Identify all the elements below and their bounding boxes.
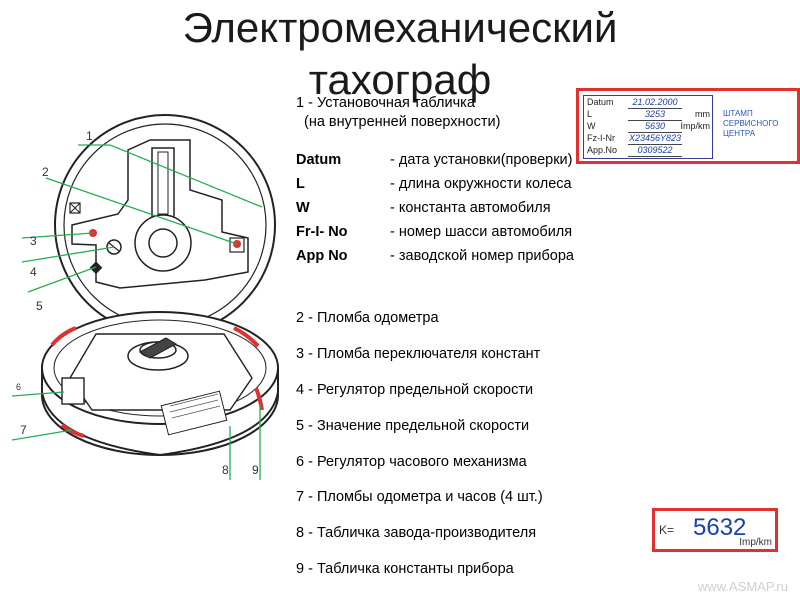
definition-key: App No <box>296 247 348 264</box>
service-center-stamp: ШТАМП СЕРВИСНОГО ЦЕНТРА <box>723 109 778 139</box>
callout-7: 7 <box>20 423 27 437</box>
plate-label: Datum <box>587 97 614 107</box>
legend: 1 - Установочная табличка (на внутренней… <box>296 94 636 268</box>
stamp-line: ШТАМП <box>723 109 753 118</box>
rim-seal-1 <box>50 326 77 347</box>
stamp-line: ЦЕНТРА <box>723 129 756 138</box>
legend-item-4: 4 - Регулятор предельной скорости <box>296 382 534 398</box>
legend-item-7: 7 - Пломбы одометра и часов (4 шт.) <box>296 489 543 505</box>
callout-5: 5 <box>36 299 43 313</box>
callout-6: 6 <box>16 382 21 392</box>
plate-unit: Imp/km <box>680 121 710 131</box>
plate-value: 0309522 <box>628 144 682 157</box>
legend-item-3: 3 - Пломба переключателя констант <box>296 346 541 362</box>
legend-item-1-sub: (на внутренней поверхности) <box>304 114 501 130</box>
definition-key: Fr-I- No <box>296 223 348 240</box>
definition-value: - заводской номер прибора <box>390 247 574 264</box>
legend-item-6: 6 - Регулятор часового механизма <box>296 454 527 470</box>
plate-row: Fz-I-Nr X23456Y823 <box>584 132 712 145</box>
watermark: www.ASMAP.ru <box>697 579 788 594</box>
legend-item-9: 9 - Табличка константы прибора <box>296 561 514 577</box>
lid-slot-inner <box>157 151 169 215</box>
title-line-1: Электромеханический <box>182 4 618 51</box>
legend-item-8: 8 - Табличка завода-производителя <box>296 525 537 541</box>
chart-plate <box>69 333 253 411</box>
definition-row: App No - заводской номер прибора <box>296 244 636 268</box>
title-line-2: тахограф <box>308 56 492 103</box>
plate-label: W <box>587 121 596 131</box>
base-top-inner <box>53 319 267 417</box>
callout-lines <box>11 144 263 480</box>
plate-value: 5630 <box>628 120 682 133</box>
plate-unit: mm <box>695 109 710 119</box>
constant-label: K= <box>659 523 675 537</box>
plate-row: App.No 0309522 <box>584 144 712 157</box>
plate-label: Fz-I-Nr <box>587 133 615 143</box>
plate-value: 3253 <box>628 108 682 121</box>
clock-regulator-window <box>61 377 85 405</box>
device-constant-plate: K= 5632 Imp/km <box>652 508 778 552</box>
definition-row: Datum - дата установки(проверки) <box>296 148 636 172</box>
installation-plate-fields: Datum 21.02.2000 L 3253 mm W 5630 Imp/km… <box>583 95 713 159</box>
page-title: Электромеханический тахограф <box>0 2 800 106</box>
legend-item-5: 5 - Значение предельной скорости <box>296 418 530 434</box>
rim-seal-3 <box>60 423 85 438</box>
rim-seal-4 <box>254 387 264 411</box>
definition-row: Fr-I- No - номер шасси автомобиля <box>296 220 636 244</box>
installation-plate: Datum 21.02.2000 L 3253 mm W 5630 Imp/km… <box>576 88 800 164</box>
lid-mechanism-plate <box>71 139 249 289</box>
plate-label: L <box>587 109 593 119</box>
stamp-line: СЕРВИСНОГО <box>723 119 779 128</box>
definitions-list: Datum - дата установки(проверки) L - дли… <box>296 148 636 268</box>
definition-key: W <box>296 199 310 216</box>
plate-value: 21.02.2000 <box>628 96 682 109</box>
lid-gear-hub <box>148 228 178 258</box>
definition-key: L <box>296 175 305 192</box>
knob-lever <box>138 337 178 359</box>
callout-3: 3 <box>30 234 37 248</box>
definition-key: Datum <box>296 151 342 168</box>
definition-row: W - константа автомобиля <box>296 196 636 220</box>
plate-row: L 3253 mm <box>584 108 712 121</box>
definition-value: - константа автомобиля <box>390 199 551 216</box>
definition-value: - номер шасси автомобиля <box>390 223 573 240</box>
rim-seal-2 <box>233 326 260 348</box>
definition-row: L - длина окружности колеса <box>296 172 636 196</box>
plate-label: App.No <box>587 145 618 155</box>
constant-value: 5632 <box>693 514 747 541</box>
plate-value: X23456Y823 <box>628 133 682 145</box>
callout-8: 8 <box>222 463 229 477</box>
callout-9: 9 <box>252 463 259 477</box>
plate-row: W 5630 Imp/km <box>584 120 712 133</box>
callout-4: 4 <box>30 265 37 279</box>
callout-1: 1 <box>86 129 93 143</box>
constant-unit: Imp/km <box>739 537 772 548</box>
legend-item-1: 1 - Установочная табличка <box>296 95 475 111</box>
legend-item-2: 2 - Пломба одометра <box>296 310 439 326</box>
plate-row: Datum 21.02.2000 <box>584 96 712 109</box>
definition-value: - длина окружности колеса <box>390 175 572 192</box>
definition-value: - дата установки(проверки) <box>390 151 573 168</box>
callout-2: 2 <box>42 165 49 179</box>
